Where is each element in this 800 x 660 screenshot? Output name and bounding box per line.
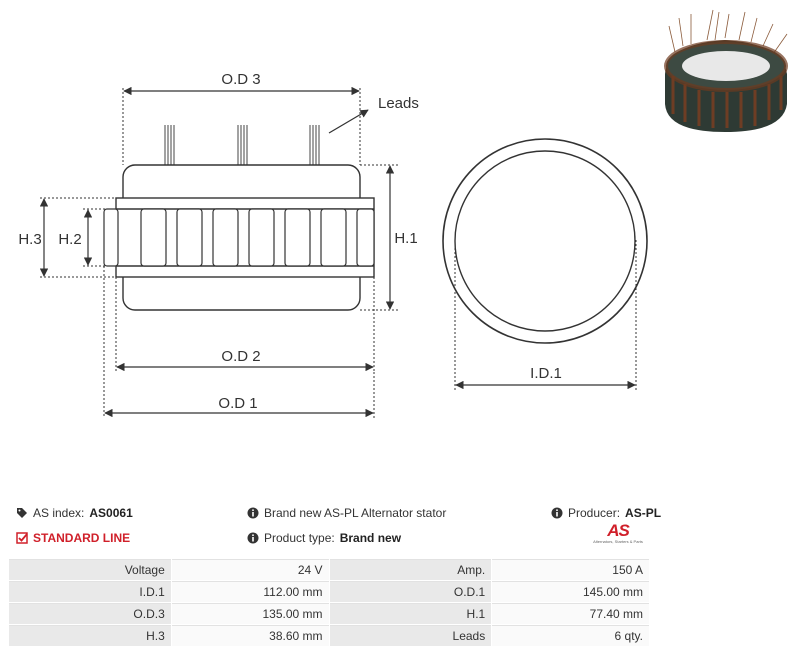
label-od3: O.D 3 bbox=[221, 71, 260, 88]
description-text: Brand new AS-PL Alternator stator bbox=[264, 506, 447, 520]
table-row: O.D.3 135.00 mm H.1 77.40 mm bbox=[9, 603, 649, 624]
as-index: AS index: AS0061 bbox=[16, 506, 133, 520]
stator-top-view bbox=[442, 138, 648, 344]
label-h1: H.1 bbox=[394, 230, 417, 247]
spec-value: 24 V bbox=[171, 559, 329, 580]
spec-value: 135.00 mm bbox=[171, 603, 329, 624]
producer-value: AS-PL bbox=[625, 506, 662, 520]
product-photo bbox=[664, 9, 788, 132]
spec-value: 112.00 mm bbox=[171, 581, 329, 602]
tag-icon bbox=[17, 508, 27, 518]
extension-lines bbox=[40, 88, 637, 418]
spec-label: O.D.3 bbox=[9, 603, 171, 624]
table-row: H.3 38.60 mm Leads 6 qty. bbox=[9, 625, 649, 646]
specs-table: Voltage 24 V Amp. 150 A I.D.1 112.00 mm … bbox=[8, 558, 650, 647]
description: Brand new AS-PL Alternator stator bbox=[247, 506, 446, 520]
producer-label: Producer: bbox=[568, 506, 621, 520]
spec-value: 77.40 mm bbox=[492, 603, 649, 624]
dimension-lines bbox=[39, 86, 636, 418]
label-h3: H.3 bbox=[18, 231, 41, 248]
line-label: STANDARD LINE bbox=[33, 531, 131, 545]
spec-value: 145.00 mm bbox=[492, 581, 649, 602]
info-icon bbox=[247, 532, 259, 544]
spec-label: Amp. bbox=[329, 559, 492, 580]
product-type: Product type: Brand new bbox=[247, 531, 401, 545]
producer: Producer: AS-PL bbox=[551, 506, 661, 520]
info-icon bbox=[551, 507, 563, 519]
table-row: Voltage 24 V Amp. 150 A bbox=[9, 559, 649, 580]
logo-mark: AS bbox=[607, 521, 630, 540]
label-od2: O.D 2 bbox=[221, 348, 260, 365]
as-index-label: AS index: bbox=[33, 506, 85, 520]
label-leads: Leads bbox=[378, 95, 419, 112]
logo-tagline: Alternators, Starters & Parts bbox=[593, 539, 643, 544]
spec-value: 6 qty. bbox=[492, 625, 649, 646]
info-icon bbox=[247, 507, 259, 519]
line-badge: STANDARD LINE bbox=[16, 531, 130, 545]
lead-wires bbox=[164, 125, 320, 165]
spec-label: H.1 bbox=[329, 603, 492, 624]
spec-label: I.D.1 bbox=[9, 581, 171, 602]
check-square-icon bbox=[16, 532, 28, 544]
label-h2: H.2 bbox=[58, 231, 81, 248]
table-row: I.D.1 112.00 mm O.D.1 145.00 mm bbox=[9, 581, 649, 602]
technical-drawing: O.D 3 Leads H.3 H.2 H.1 O.D 2 O.D 1 I.D.… bbox=[18, 71, 648, 418]
label-id1: I.D.1 bbox=[530, 365, 562, 382]
stator-slots bbox=[103, 208, 375, 267]
spec-label: Voltage bbox=[9, 559, 171, 580]
as-index-value: AS0061 bbox=[89, 506, 133, 520]
spec-label: O.D.1 bbox=[329, 581, 492, 602]
product-type-label: Product type: bbox=[264, 531, 335, 545]
spec-label: H.3 bbox=[9, 625, 171, 646]
spec-label: Leads bbox=[329, 625, 492, 646]
brand-logo: AS Alternators, Starters & Parts bbox=[586, 522, 650, 545]
spec-value: 150 A bbox=[492, 559, 649, 580]
spec-value: 38.60 mm bbox=[171, 625, 329, 646]
product-type-value: Brand new bbox=[339, 531, 402, 545]
label-od1: O.D 1 bbox=[218, 395, 257, 412]
